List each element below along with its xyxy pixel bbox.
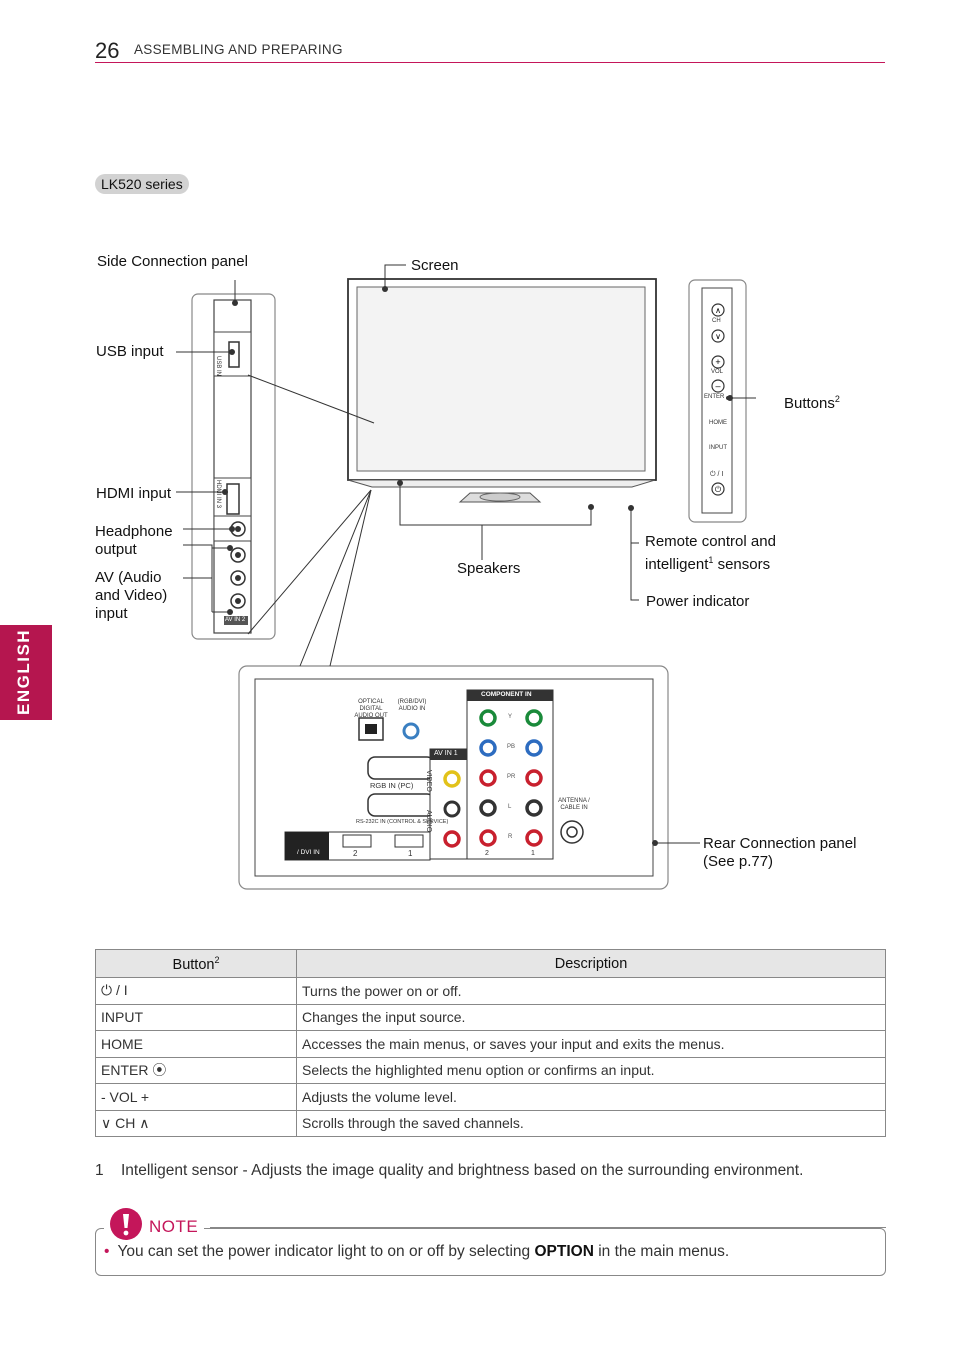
hdmi-2-label: 2 (353, 849, 358, 858)
language-tab (0, 625, 52, 720)
row-pb-label: PB (507, 744, 516, 750)
usb-port (228, 341, 240, 368)
page-number: 26 (95, 38, 120, 63)
power-indicator-label: Power indicator (646, 593, 750, 610)
row-y-label: Y (508, 714, 513, 720)
power-label: ⏻ / I (710, 471, 724, 478)
tv-diagram: ∧ ∨ + – ⏻ (176, 264, 756, 890)
antenna-label: ANTENNA /CABLE IN (558, 798, 590, 811)
table-row: ENTER ⦿Selects the highlighted menu opti… (95, 1056, 886, 1084)
home-label: HOME (709, 420, 727, 426)
description-cell: Turns the power on or off. (296, 977, 886, 1005)
note-box (95, 1228, 886, 1276)
rs232-label: RS-232C IN (CONTROL & SERVICE) (356, 819, 449, 825)
col-description-header: Description (296, 949, 886, 978)
screen-label: Screen (411, 257, 459, 274)
component-in-label: COMPONENT IN (481, 691, 532, 698)
series-badge: LK520 series (95, 174, 189, 194)
row-r-label: R (508, 834, 513, 840)
hdmi-1-label: 1 (408, 849, 413, 858)
hdmi-input-label: HDMI input (96, 485, 172, 502)
rgb-audio-label: (RGB/DVI)AUDIO IN (397, 699, 427, 712)
button-cell: HOME (95, 1030, 297, 1058)
col-button-header: Button2 (95, 949, 297, 978)
note-rule (210, 1227, 886, 1228)
usb-input-label: USB input (96, 343, 164, 360)
hdmi-port (226, 483, 240, 515)
enter-label: ENTER (704, 394, 725, 400)
svg-text:∧: ∧ (715, 306, 721, 315)
description-cell: Accesses the main menus, or saves your i… (296, 1030, 886, 1058)
hdmi-port-label: HDMI IN 3 (215, 480, 221, 509)
button-cell: - VOL + (95, 1083, 297, 1111)
ch-label: CH (712, 318, 721, 324)
comp-1-label: 1 (531, 850, 535, 857)
speakers-label: Speakers (457, 560, 521, 577)
input-label: INPUT (709, 445, 727, 451)
svg-text:+: + (715, 357, 720, 367)
description-cell: Scrolls through the saved channels. (296, 1109, 886, 1137)
note-title: NOTE (149, 1217, 199, 1236)
rear-connection-panel-label: Rear Connection panel(See p.77) (703, 835, 857, 870)
side-connection-panel-label: Side Connection panel (97, 253, 248, 270)
side-panel-board (213, 299, 252, 634)
side-panel-frame (191, 293, 276, 640)
button-cell: ENTER ⦿ (95, 1056, 297, 1084)
header-rule (95, 62, 885, 63)
table-row: - VOL +Adjusts the volume level. (95, 1083, 886, 1111)
vol-label: VOL (711, 369, 724, 375)
row-pr-label: PR (507, 774, 516, 780)
description-cell: Changes the input source. (296, 1003, 886, 1031)
video-label: VIDEO (425, 770, 432, 792)
tv-bottom-edge (347, 479, 656, 488)
row-l-label: L (508, 804, 512, 810)
usb-port-label: USB IN (215, 356, 221, 377)
av-port-label: AV IN 2 (225, 617, 246, 623)
buttons-label: Buttons2 (784, 394, 840, 412)
description-cell: Adjusts the volume level. (296, 1083, 886, 1111)
svg-text:∨: ∨ (715, 332, 721, 341)
section-title: ASSEMBLING AND PREPARING (134, 42, 343, 57)
exclamation-icon (110, 1208, 142, 1240)
button-cell: INPUT (95, 1003, 297, 1031)
note-text: •You can set the power indicator light t… (104, 1243, 730, 1260)
av-in-1-label: AV IN 1 (434, 750, 458, 757)
table-row: ∨ CH ∧Scrolls through the saved channels… (95, 1109, 886, 1137)
description-cell: Selects the highlighted menu option or c… (296, 1056, 886, 1084)
button-cell: ⏻ / I (95, 977, 297, 1005)
button-cell: ∨ CH ∧ (95, 1109, 297, 1137)
svg-text:–: – (715, 381, 720, 391)
comp-2-label: 2 (485, 850, 489, 857)
rgb-in-label: RGB IN (PC) (370, 781, 414, 790)
hdmi-dvi-label: / DVI IN (297, 849, 320, 856)
audio-label: AUDIO (425, 810, 432, 833)
svg-text:⏻: ⏻ (715, 485, 722, 494)
button-strip (701, 287, 733, 514)
tv-screen (356, 286, 646, 472)
